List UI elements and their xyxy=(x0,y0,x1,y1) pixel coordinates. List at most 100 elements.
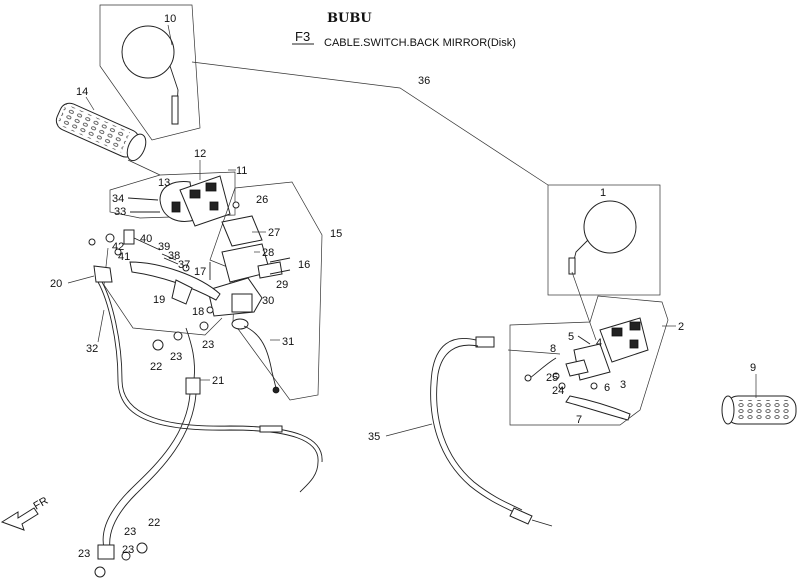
diagram-title: CABLE.SWITCH.BACK MIRROR(Disk) xyxy=(324,37,516,49)
washer-18 xyxy=(206,306,214,314)
callout-23-e: 23 xyxy=(122,544,134,556)
callout-29: 29 xyxy=(276,279,288,291)
cable-joint xyxy=(259,425,283,433)
callout-10: 10 xyxy=(164,13,176,25)
cable-35-lower-end xyxy=(509,507,533,525)
switch-button-d xyxy=(171,201,181,213)
callout-18: 18 xyxy=(192,306,204,318)
cylinder-port xyxy=(231,293,253,313)
left-switch-housing-b xyxy=(179,175,231,227)
callouts: 10 36 14 12 11 13 34 33 26 27 28 16 29 3… xyxy=(50,13,757,560)
leader-35 xyxy=(385,423,433,437)
callout-22: 22 xyxy=(150,361,162,373)
callout-14: 14 xyxy=(76,86,88,98)
callout-13: 13 xyxy=(158,177,170,189)
brake-hose-31 xyxy=(243,325,277,389)
callout-23-b: 23 xyxy=(202,339,214,351)
callout-16: 16 xyxy=(298,259,310,271)
clamp-bolt-29 xyxy=(269,269,291,275)
leader-36 xyxy=(191,61,549,186)
callout-35: 35 xyxy=(368,431,380,443)
right-switch-button-b xyxy=(629,321,641,331)
callout-32: 32 xyxy=(86,343,98,355)
callout-11: 11 xyxy=(236,165,247,177)
screw-34 xyxy=(127,197,159,201)
switch-wire-8 xyxy=(529,357,557,379)
right-grip-texture xyxy=(736,400,790,420)
right-mirror-leader xyxy=(571,271,597,341)
washer-23d xyxy=(121,551,131,561)
banjo-bolt-22b xyxy=(136,542,148,554)
cable-35-inner xyxy=(430,338,519,515)
right-mirror-bolt xyxy=(568,257,576,275)
clamp-bracket xyxy=(257,261,283,279)
right-mirror-group xyxy=(547,184,661,296)
hose-21-bottom-fitting xyxy=(97,544,115,560)
lever-tip xyxy=(171,279,193,305)
nut-6 xyxy=(590,382,598,390)
callout-1: 1 xyxy=(600,187,606,199)
callout-36: 36 xyxy=(418,75,430,87)
callout-25: 25 xyxy=(546,372,558,384)
callout-21: 21 xyxy=(212,375,224,387)
pushrod-39 xyxy=(133,237,161,251)
master-cylinder-group xyxy=(206,181,323,401)
leader-14 xyxy=(85,96,95,111)
callout-15: 15 xyxy=(330,228,342,240)
washer-23a xyxy=(173,331,183,341)
right-switch-group xyxy=(507,295,669,426)
left-grip-end xyxy=(126,133,147,162)
leader-10 xyxy=(167,24,173,46)
screw-26 xyxy=(232,201,240,209)
right-grip-end xyxy=(721,395,735,425)
callout-30: 30 xyxy=(262,295,274,307)
right-lever-7 xyxy=(565,395,631,421)
reservoir-cap xyxy=(221,215,263,247)
left-lever-group xyxy=(105,229,221,305)
leader-cable-end xyxy=(507,349,561,355)
left-mirror-group xyxy=(99,4,201,141)
banjo-fitting-30 xyxy=(231,318,249,330)
brake-lever-19 xyxy=(129,261,221,301)
callout-19: 19 xyxy=(153,294,165,306)
right-switch-button-c xyxy=(629,339,639,349)
callout-33: 33 xyxy=(114,206,126,218)
right-switch-box xyxy=(509,295,669,426)
callout-8: 8 xyxy=(550,343,556,355)
callout-24: 24 xyxy=(552,385,564,397)
callout-40: 40 xyxy=(140,233,152,245)
left-switch-box xyxy=(109,171,236,219)
left-cable-group xyxy=(88,238,323,493)
washer-25 xyxy=(552,372,560,380)
callout-12: 12 xyxy=(194,148,206,160)
right-mirror-head xyxy=(583,200,637,254)
wire-connector-8 xyxy=(524,374,532,382)
left-grip-group xyxy=(55,102,161,176)
callout-6: 6 xyxy=(604,382,610,394)
nut-24 xyxy=(558,382,566,390)
callout-20: 20 xyxy=(50,278,62,290)
callout-2: 2 xyxy=(678,321,684,333)
banjo-bolt-22 xyxy=(152,339,164,351)
callout-3: 3 xyxy=(620,379,626,391)
leader-32 xyxy=(97,309,105,343)
right-grip-group xyxy=(721,395,797,425)
cable-35-outer xyxy=(436,344,523,511)
brand-label: BUBU xyxy=(327,11,372,26)
callout-7: 7 xyxy=(576,414,582,426)
nut-41 xyxy=(114,248,122,256)
callout-9: 9 xyxy=(750,362,756,374)
switch-button-a xyxy=(189,189,201,199)
spring-38 xyxy=(161,253,179,265)
cable-adjuster-20 xyxy=(93,265,113,283)
right-clamp-3 xyxy=(565,359,589,377)
cable-35-upper-end xyxy=(475,336,495,348)
cable-32-outer xyxy=(101,281,323,463)
lever-pivot-40 xyxy=(123,229,135,245)
clamp-bolt-16 xyxy=(269,257,291,263)
left-grip-leader xyxy=(127,159,161,176)
hose-end-fitting xyxy=(272,386,280,394)
direction-indicator: FR xyxy=(0,495,50,531)
front-arrow-icon xyxy=(0,507,39,531)
